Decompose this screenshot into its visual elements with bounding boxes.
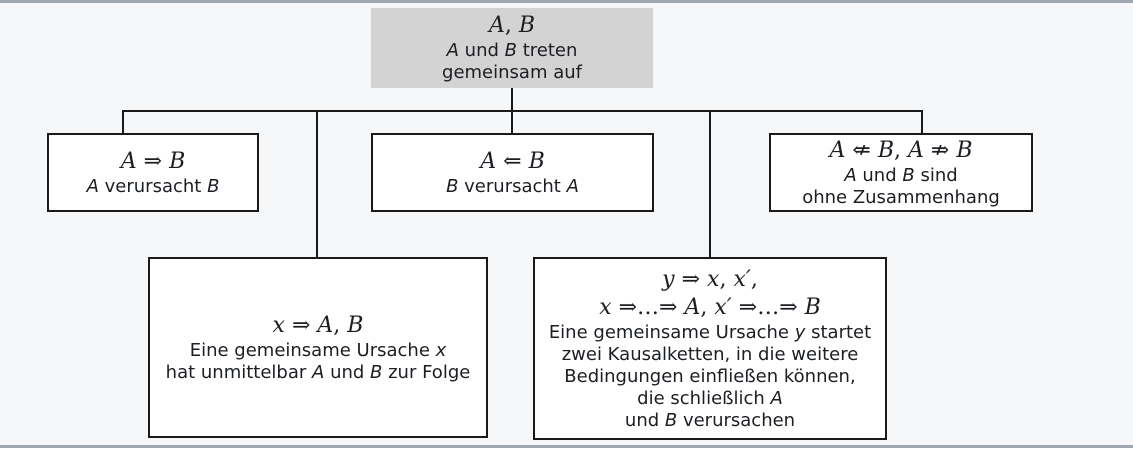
connector-root-stem bbox=[511, 88, 513, 133]
node-root-joint-occurrence: A, B A und B treten gemeinsam auf bbox=[371, 8, 653, 88]
common-cause-chains-description-line: die schließlich A bbox=[637, 387, 783, 409]
root-description-line: A und B treten bbox=[446, 40, 578, 61]
no-connection-description-line: ohne Zusammenhang bbox=[802, 186, 1000, 208]
node-common-cause-direct: x ⇒ A, B Eine gemeinsame Ursache x hat u… bbox=[148, 257, 488, 438]
common-cause-chains-description-line: Bedingungen einfließen können, bbox=[564, 365, 856, 387]
common-cause-direct-formula: x ⇒ A, B bbox=[272, 312, 364, 338]
a-causes-b-description-line: A verursacht B bbox=[86, 175, 220, 197]
node-common-cause-chains: y ⇒ x, x′, x ⇒…⇒ A, x′ ⇒…⇒ B Eine gemein… bbox=[533, 257, 887, 440]
no-connection-description-line: A und B sind bbox=[844, 164, 958, 186]
top-edge-rule bbox=[0, 0, 1133, 3]
common-cause-chains-description-line: zwei Kausalketten, in die weitere bbox=[561, 343, 859, 365]
node-b-causes-a: A ⇐ B B verursacht A bbox=[371, 133, 654, 212]
bottom-margin bbox=[0, 448, 1133, 457]
connector-drop-a-causes-b bbox=[122, 110, 124, 133]
connector-horizontal-bus bbox=[122, 110, 923, 112]
common-cause-chains-formula-line: y ⇒ x, x′, bbox=[662, 266, 758, 292]
common-cause-chains-description-line: Eine gemeinsame Ursache y startet bbox=[548, 321, 872, 343]
no-connection-formula: A ⇍ B, A ⇏ B bbox=[829, 137, 973, 163]
common-cause-direct-description-line: hat unmittelbar A und B zur Folge bbox=[165, 361, 471, 383]
common-cause-direct-description-line: Eine gemeinsame Ursache x bbox=[189, 339, 447, 361]
b-causes-a-formula: A ⇐ B bbox=[480, 148, 545, 174]
root-formula: A, B bbox=[488, 13, 536, 38]
common-cause-chains-formula-line: x ⇒…⇒ A, x′ ⇒…⇒ B bbox=[599, 294, 821, 320]
node-a-causes-b: A ⇒ B A verursacht B bbox=[47, 133, 259, 212]
root-description-line: gemeinsam auf bbox=[442, 62, 582, 83]
connector-drop-no-connection bbox=[921, 110, 923, 134]
connector-drop-common-cause-chains bbox=[709, 110, 711, 257]
a-causes-b-formula: A ⇒ B bbox=[120, 148, 186, 174]
connector-drop-common-cause-direct bbox=[316, 110, 318, 257]
b-causes-a-description-line: B verursacht A bbox=[446, 175, 579, 197]
bottom-edge-rule bbox=[0, 445, 1133, 448]
node-no-connection: A ⇍ B, A ⇏ B A und B sind ohne Zusammenh… bbox=[769, 133, 1033, 212]
common-cause-chains-description-line: und B verursachen bbox=[624, 409, 796, 431]
